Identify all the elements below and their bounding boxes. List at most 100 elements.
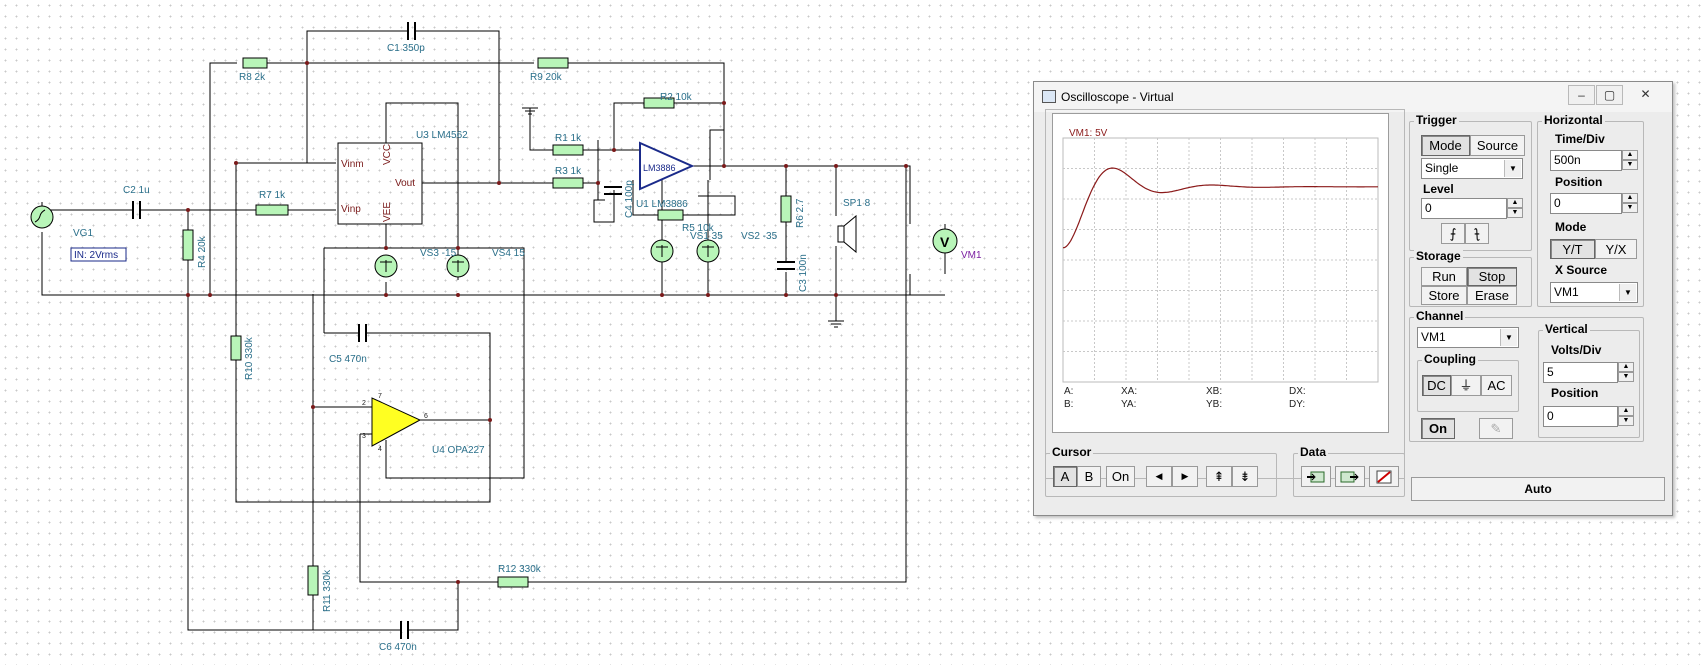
window-titlebar[interactable]: Oscilloscope - Virtual ‒ ▢ ✕ xyxy=(1034,82,1672,112)
pin-vee: VEE xyxy=(382,202,393,222)
opa227-opamp xyxy=(371,397,422,447)
close-button[interactable]: ✕ xyxy=(1640,87,1651,101)
store-button[interactable]: Store xyxy=(1421,286,1467,305)
pin-4: 4 xyxy=(378,446,382,453)
cursor-left-icon[interactable]: ◀ xyxy=(1146,466,1172,487)
label-u3: U3 LM4562 xyxy=(416,130,468,141)
window-title: Oscilloscope - Virtual xyxy=(1061,90,1174,104)
channel-value: VM1 xyxy=(1421,330,1446,344)
cursor-a-button[interactable]: A xyxy=(1053,466,1077,487)
label-r1: R1 1k xyxy=(555,133,582,144)
coupling-group: Coupling DC ⏚ AC xyxy=(1417,352,1519,412)
readout-dy: DY: xyxy=(1289,399,1306,410)
readout-xb: XB: xyxy=(1206,386,1223,397)
label-vs1: VS1 35 xyxy=(690,231,723,242)
pin-vinm: Vinm xyxy=(341,159,364,170)
label-c1: C1 350p xyxy=(387,43,425,54)
vertical-position-input[interactable]: 0 xyxy=(1543,406,1618,427)
pin-7: 7 xyxy=(378,393,382,400)
label-u1: U1 LM3886 xyxy=(636,199,688,210)
dc-coupling-button[interactable]: DC xyxy=(1422,375,1451,396)
label-c3: C3 100n xyxy=(798,254,809,292)
cursor-on-button[interactable]: On xyxy=(1106,466,1135,487)
label-vs2: VS2 -35 xyxy=(741,231,778,242)
horizontal-group: Horizontal Time/Div 500n ▲▼ Position 0 ▲… xyxy=(1537,113,1644,307)
pin-6: 6 xyxy=(424,413,428,420)
volts-div-label: Volts/Div xyxy=(1551,343,1602,357)
trigger-falling-edge-button[interactable]: ⨍ xyxy=(1465,223,1489,244)
circuit-schematic[interactable]: V C1 350p R8 2k R9 20k R2 10k U3 LM4562 … xyxy=(0,0,1030,665)
export-data-icon[interactable] xyxy=(1335,466,1365,487)
horizontal-position-spinner[interactable]: ▲▼ xyxy=(1622,193,1638,214)
pin-vout: Vout xyxy=(395,178,415,189)
vertical-group: Vertical Volts/Div 5 ▲▼ Position 0 ▲▼ xyxy=(1538,322,1640,438)
trigger-level-spinner[interactable]: ▲▼ xyxy=(1507,198,1523,219)
readout-yb: YB: xyxy=(1206,399,1223,410)
ground-coupling-button[interactable]: ⏚ xyxy=(1451,375,1481,396)
pin-vinp: Vinp xyxy=(341,204,361,215)
volts-div-input[interactable]: 5 xyxy=(1543,362,1618,383)
time-div-input[interactable]: 500n xyxy=(1550,150,1622,171)
label-r5: R5 10k xyxy=(682,223,715,234)
trigger-group: Trigger Mode Source Single ▼ Level 0 ▲▼ … xyxy=(1409,113,1532,251)
run-button[interactable]: Run xyxy=(1421,267,1467,286)
cursor-down-icon[interactable]: ⇟ xyxy=(1232,466,1258,487)
label-sp1: SP1 8 xyxy=(843,198,871,209)
trigger-rising-edge-button[interactable]: ⨍ xyxy=(1441,223,1465,244)
channel-group-label: Channel xyxy=(1414,309,1466,323)
erase-button[interactable]: Erase xyxy=(1467,286,1517,305)
cursor-up-icon[interactable]: ⇞ xyxy=(1206,466,1232,487)
pin-vcc: VCC xyxy=(382,144,393,165)
auto-button[interactable]: Auto xyxy=(1411,477,1665,501)
storage-group-label: Storage xyxy=(1414,249,1463,263)
vertical-group-label: Vertical xyxy=(1543,322,1590,336)
label-c4: C4 100p xyxy=(624,180,635,218)
restore-button[interactable]: ▢ xyxy=(1596,85,1623,105)
readout-xa: XA: xyxy=(1121,386,1138,397)
label-r12: R12 330k xyxy=(498,564,542,575)
x-source-label: X Source xyxy=(1555,263,1608,277)
trigger-mode-select[interactable]: Single ▼ xyxy=(1421,158,1523,179)
label-r2: R2 10k xyxy=(660,92,693,103)
time-div-spinner[interactable]: ▲▼ xyxy=(1622,150,1638,171)
readout-ya: YA: xyxy=(1121,399,1137,410)
horizontal-position-input[interactable]: 0 xyxy=(1550,193,1622,214)
chevron-down-icon[interactable]: ▼ xyxy=(1500,329,1517,346)
readout-a: A: xyxy=(1064,386,1074,397)
chevron-down-icon[interactable]: ▼ xyxy=(1504,160,1521,177)
label-u1-chip: LM3886 xyxy=(643,163,676,173)
storage-group: Storage Run Stop Store Erase xyxy=(1409,249,1532,307)
cursor-b-button[interactable]: B xyxy=(1077,466,1101,487)
yt-mode-button[interactable]: Y/T xyxy=(1550,239,1595,259)
coupling-group-label: Coupling xyxy=(1422,352,1478,366)
x-source-select[interactable]: VM1 ▼ xyxy=(1550,282,1638,303)
channel-on-button[interactable]: On xyxy=(1421,418,1455,439)
minimize-button[interactable]: ‒ xyxy=(1568,85,1595,105)
label-r6: R6 2.7 xyxy=(795,198,806,228)
cursor-right-icon[interactable]: ▶ xyxy=(1172,466,1198,487)
oscilloscope-window[interactable]: Oscilloscope - Virtual ‒ ▢ ✕ VM1: 5V A: … xyxy=(1033,81,1673,516)
label-r4: R4 20k xyxy=(197,235,208,268)
trigger-level-input[interactable]: 0 xyxy=(1421,198,1507,219)
chevron-down-icon[interactable]: ▼ xyxy=(1619,284,1636,301)
label-vg1: VG1 xyxy=(73,228,93,239)
channel-color-pen-icon[interactable]: ✎ xyxy=(1479,418,1513,439)
trigger-source-button[interactable]: Source xyxy=(1470,135,1525,156)
ac-coupling-button[interactable]: AC xyxy=(1481,375,1512,396)
scope-display: VM1: 5V xyxy=(1062,128,1379,383)
trigger-mode-button[interactable]: Mode xyxy=(1421,135,1470,156)
trigger-group-label: Trigger xyxy=(1414,113,1459,127)
readout-dx: DX: xyxy=(1289,386,1306,397)
channel-select[interactable]: VM1 ▼ xyxy=(1417,327,1519,348)
horizontal-position-label: Position xyxy=(1555,175,1603,189)
vertical-position-spinner[interactable]: ▲▼ xyxy=(1618,406,1634,427)
label-r7: R7 1k xyxy=(259,190,286,201)
yx-mode-button[interactable]: Y/X xyxy=(1595,239,1637,259)
clear-data-icon[interactable] xyxy=(1369,466,1399,487)
scope-screen[interactable]: VM1: 5V A: B: XA: YA: XB: YB: DX: DY: xyxy=(1052,113,1389,433)
volts-div-spinner[interactable]: ▲▼ xyxy=(1618,362,1634,383)
label-vs4: VS4 15 xyxy=(492,248,525,259)
import-data-icon[interactable] xyxy=(1301,466,1331,487)
stop-button[interactable]: Stop xyxy=(1467,267,1517,286)
cursor-group: Cursor A B On ◀ ▶ ⇞ ⇟ xyxy=(1045,445,1277,497)
